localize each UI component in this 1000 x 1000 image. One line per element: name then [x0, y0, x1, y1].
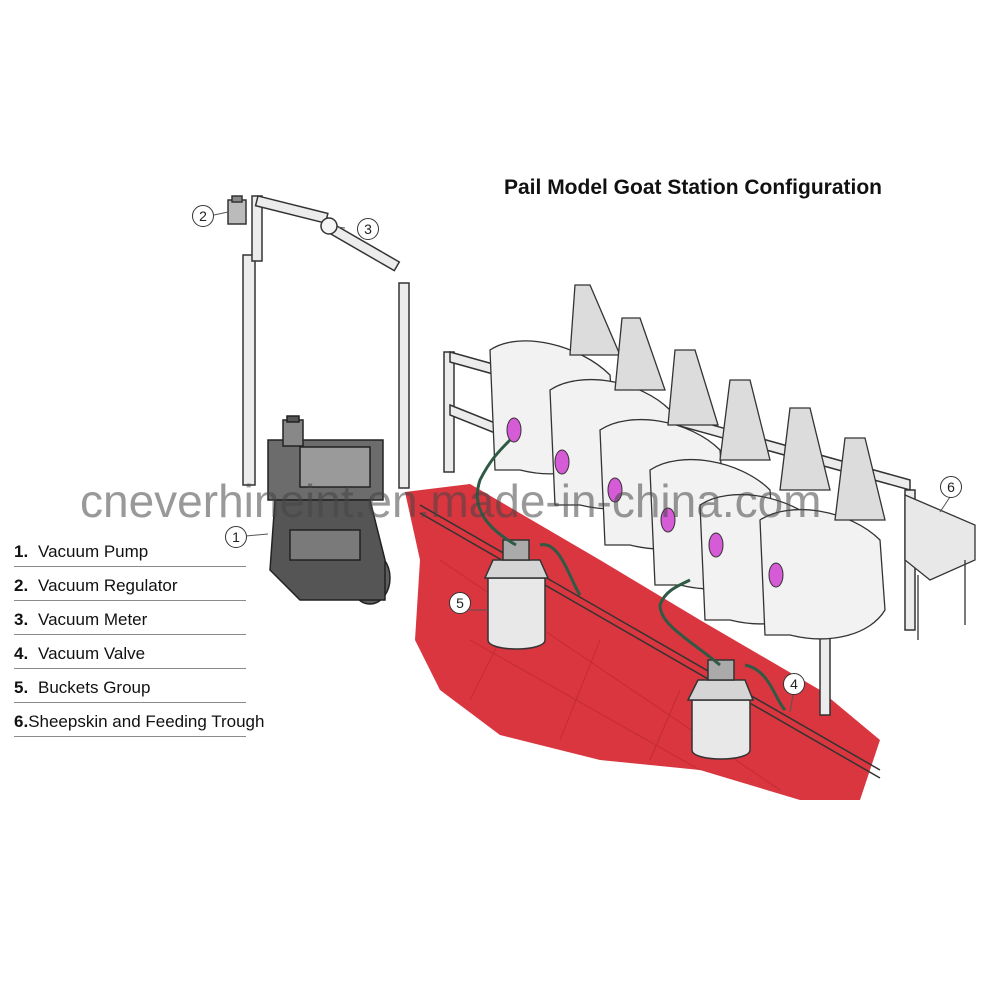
- legend-number: 5.: [14, 677, 29, 697]
- head-stanchions: [569, 284, 886, 521]
- legend-item-vacuum-regulator: 2. Vacuum Regulator: [14, 567, 246, 601]
- callout-1: 1: [225, 526, 247, 548]
- callout-leaders: [213, 211, 951, 713]
- legend-label: Vacuum Valve: [38, 643, 146, 663]
- floor-vacuum-line: [419, 504, 881, 779]
- legend-item-buckets-group: 5. Buckets Group: [14, 669, 246, 703]
- legend-item-feeding-trough: 6. Sheepskin and Feeding Trough: [14, 703, 264, 737]
- legend-label: Vacuum Pump: [38, 541, 149, 561]
- legend-number: 4.: [14, 643, 29, 663]
- feeding-trough: [904, 494, 976, 640]
- vacuum-regulator: [227, 195, 247, 225]
- goats: [489, 340, 886, 640]
- legend: 1. Vacuum Pump 2. Vacuum Regulator 3. Va…: [14, 533, 264, 737]
- legend-number: 3.: [14, 609, 29, 629]
- callout-5: 5: [449, 592, 471, 614]
- legend-item-vacuum-pump: 1. Vacuum Pump: [14, 533, 246, 567]
- vacuum-pump: [267, 415, 391, 605]
- milk-bucket-2: [686, 659, 755, 760]
- legend-item-vacuum-valve: 4. Vacuum Valve: [14, 635, 246, 669]
- legend-number: 6.: [14, 711, 29, 731]
- legend-number: 1.: [14, 541, 29, 561]
- callout-3: 3: [357, 218, 379, 240]
- milk-bucket-1: [483, 539, 550, 650]
- legend-number: 2.: [14, 575, 29, 595]
- vacuum-meter: [320, 217, 338, 235]
- milking-hoses: [475, 438, 787, 712]
- legend-item-vacuum-meter: 3. Vacuum Meter: [14, 601, 246, 635]
- callout-4: 4: [783, 673, 805, 695]
- legend-label: Vacuum Regulator: [38, 575, 178, 595]
- callout-2: 2: [192, 205, 214, 227]
- legend-label: Vacuum Meter: [38, 609, 148, 629]
- diagram-title: Pail Model Goat Station Configuration: [504, 176, 882, 199]
- legend-label: Sheepskin and Feeding Trough: [28, 711, 265, 731]
- udders: [506, 417, 784, 588]
- watermark-text: cneverhineint.en.made-in-china.com: [80, 475, 822, 527]
- legend-label: Buckets Group: [38, 677, 151, 697]
- callout-6: 6: [940, 476, 962, 498]
